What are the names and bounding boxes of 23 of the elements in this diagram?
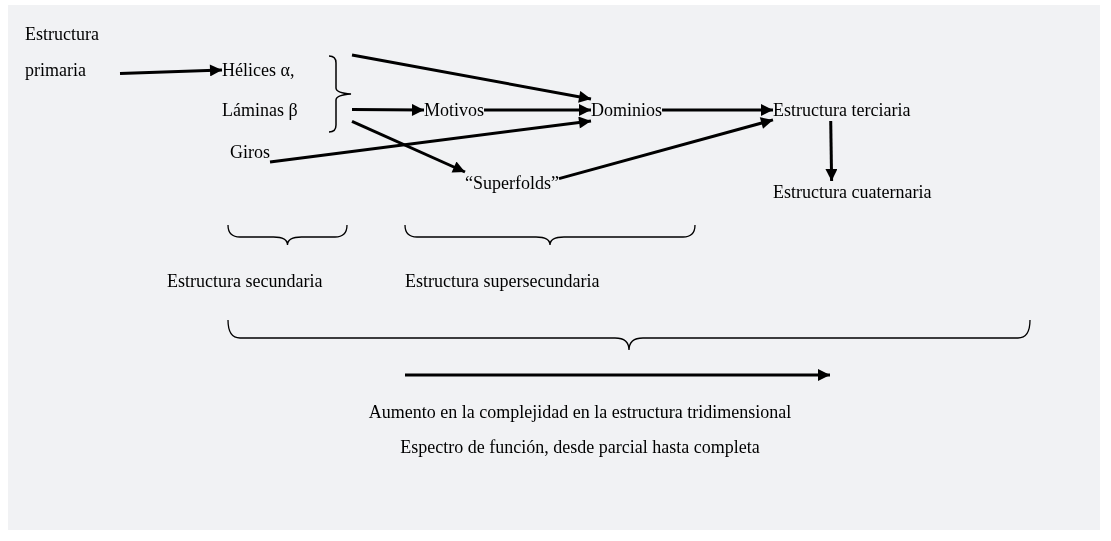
node-label: Giros [230,141,270,163]
node-label: Hélices α, [222,59,295,81]
arrow [352,103,424,116]
curly-brace [328,55,352,133]
arrow [484,104,591,116]
node-label: Motivos [424,99,484,121]
node-label: Dominios [591,99,662,121]
node-label: Estructura primaria [25,16,120,88]
arrow [119,64,223,77]
arrow [351,119,466,174]
node-label: Estructura terciaria [773,99,911,121]
node-label: Estructura cuaternaria [773,181,932,203]
node-label: “Superfolds” [465,172,559,194]
text-label: Aumento en la complejidad en la estructura tridimensional [368,401,792,423]
text-label: Estructura secundaria [167,270,323,292]
text-label: Estructura supersecundaria [405,270,600,292]
node-label: Láminas β [222,99,298,121]
arrow [662,104,773,116]
text-label: Espectro de función, desde parcial hasta completa [400,436,760,458]
arrow [269,116,592,164]
arrow [558,117,774,181]
arrow [825,120,838,182]
arrow [351,53,592,103]
